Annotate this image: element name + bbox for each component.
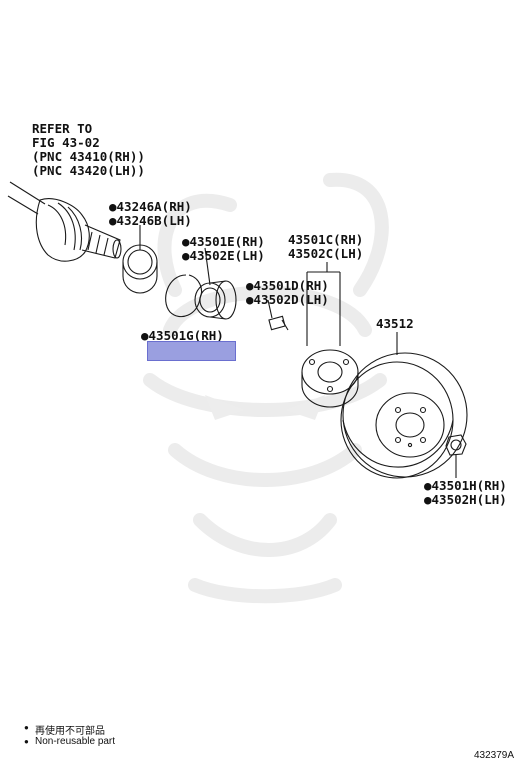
part-43501c-label[interactable]: 43501C(RH)	[288, 232, 364, 247]
watermark-right-eye	[285, 395, 325, 420]
part-43502g-highlight[interactable]	[147, 341, 236, 361]
watermark-base	[188, 578, 342, 604]
part-43501g-label[interactable]: ●43501G(RH)	[141, 328, 224, 343]
diagram-code: 432379A	[474, 750, 515, 761]
refer-line-3: (PNC 43410(RH))	[32, 149, 145, 164]
refer-line-1: REFER TO	[32, 121, 93, 136]
part-43501d-label[interactable]: ●43501D(RH)	[246, 278, 329, 293]
drive-shaft	[7, 181, 122, 262]
watermark-mask-chin	[193, 513, 337, 557]
watermark-mask-mouth	[168, 443, 362, 487]
part-43501e-label[interactable]: ●43501E(RH)	[182, 234, 265, 249]
hub-nut	[445, 434, 467, 478]
part-43501h-label[interactable]: ●43501H(RH)	[424, 478, 507, 493]
part-43502h-label[interactable]: ●43502H(LH)	[424, 492, 507, 507]
legend-bullet-en: ●	[24, 737, 29, 746]
part-43502c-label[interactable]: 43502C(LH)	[288, 246, 364, 261]
watermark-left-eye	[205, 395, 245, 420]
legend-bullet-cjk: ●	[24, 723, 29, 732]
dust-deflector-ring	[122, 244, 158, 294]
brake-disc	[340, 352, 468, 479]
refer-line-2: FIG 43-02	[32, 135, 100, 150]
legend-text-cjk: 再使用不可部品	[35, 726, 105, 737]
axle-hub	[301, 349, 359, 408]
refer-line-4: (PNC 43420(LH))	[32, 163, 145, 178]
watermark-right-horn	[323, 172, 389, 297]
legend-text-en: Non-reusable part	[35, 736, 116, 747]
part-43246a-label[interactable]: ●43246A(RH)	[109, 199, 192, 214]
hub-bolt	[267, 299, 289, 331]
part-43512-label[interactable]: 43512	[376, 316, 414, 331]
part-43502e-label[interactable]: ●43502E(LH)	[182, 248, 265, 263]
watermark-mask-top	[143, 373, 387, 417]
snap-ring	[165, 274, 203, 317]
watermark-helmet-brim	[163, 285, 372, 337]
part-43246b-label[interactable]: ●43246B(LH)	[109, 213, 192, 228]
watermark-left-horn	[157, 193, 237, 297]
part-43502d-label[interactable]: ●43502D(LH)	[246, 292, 329, 307]
hub-bearing	[194, 247, 237, 320]
